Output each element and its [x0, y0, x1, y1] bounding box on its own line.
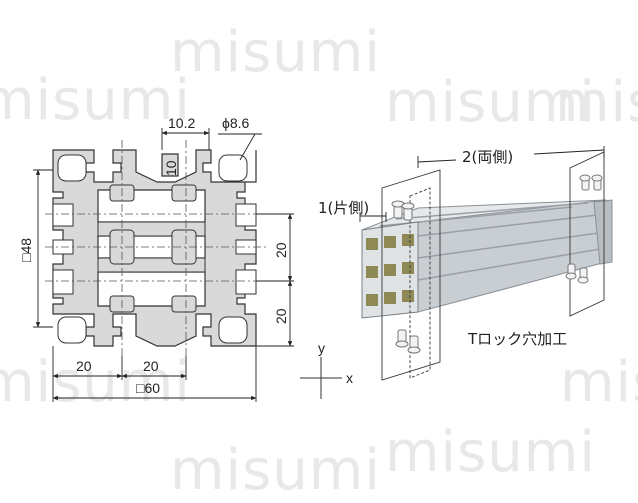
corner-hole: [57, 154, 87, 182]
internal-node: [171, 295, 197, 313]
side-slot: [52, 269, 74, 295]
dim-pitch-right-upper: 20: [273, 242, 289, 258]
dim-slot-width: 10.2: [168, 115, 195, 131]
axis-y-label: y: [318, 340, 325, 356]
internal-node: [171, 184, 197, 202]
dim-pitch-bottom-mid: 20: [143, 358, 159, 374]
dim-pitch-bottom-left: 20: [76, 358, 92, 374]
bar-far-end: [593, 199, 613, 265]
watermark-text: misumi: [0, 350, 191, 415]
centerlines: [45, 140, 266, 356]
watermark-text: misumi: [0, 68, 191, 133]
corner-hole: [57, 316, 87, 344]
label-tlock-process: Tロック穴加工: [467, 330, 567, 348]
end-face-slots: [366, 234, 414, 306]
label-one-side: 1(片側): [318, 199, 369, 217]
side-slot: [52, 203, 74, 227]
corner-hole: [218, 316, 248, 344]
axis-indicator: [300, 357, 342, 399]
axis-x-label: x: [346, 370, 353, 386]
side-slot: [235, 269, 257, 295]
profile-cross-section: [52, 149, 257, 347]
dim-hole-diameter: ϕ8.6: [222, 115, 250, 131]
side-slot: [235, 203, 257, 227]
watermark-text: misumi: [560, 350, 638, 415]
dim-width: □60: [136, 380, 160, 396]
dim-slot-depth: 10: [163, 160, 179, 176]
label-brackets: [359, 146, 605, 222]
dim-height: □48: [18, 238, 34, 262]
corner-hole: [218, 154, 248, 182]
tlock-bolts: [391, 174, 603, 354]
label-both-sides: 2(両側): [462, 148, 513, 166]
watermark-text: misumi: [385, 70, 596, 135]
isometric-bar: [361, 199, 613, 319]
watermark-text: misumi: [555, 70, 638, 135]
dim-pitch-right-lower: 20: [273, 308, 289, 324]
watermark-text: misumi: [170, 438, 381, 503]
dimension-lines: [33, 128, 294, 402]
watermark-text: misumi: [385, 420, 596, 485]
watermark-text: misumi: [170, 20, 381, 85]
